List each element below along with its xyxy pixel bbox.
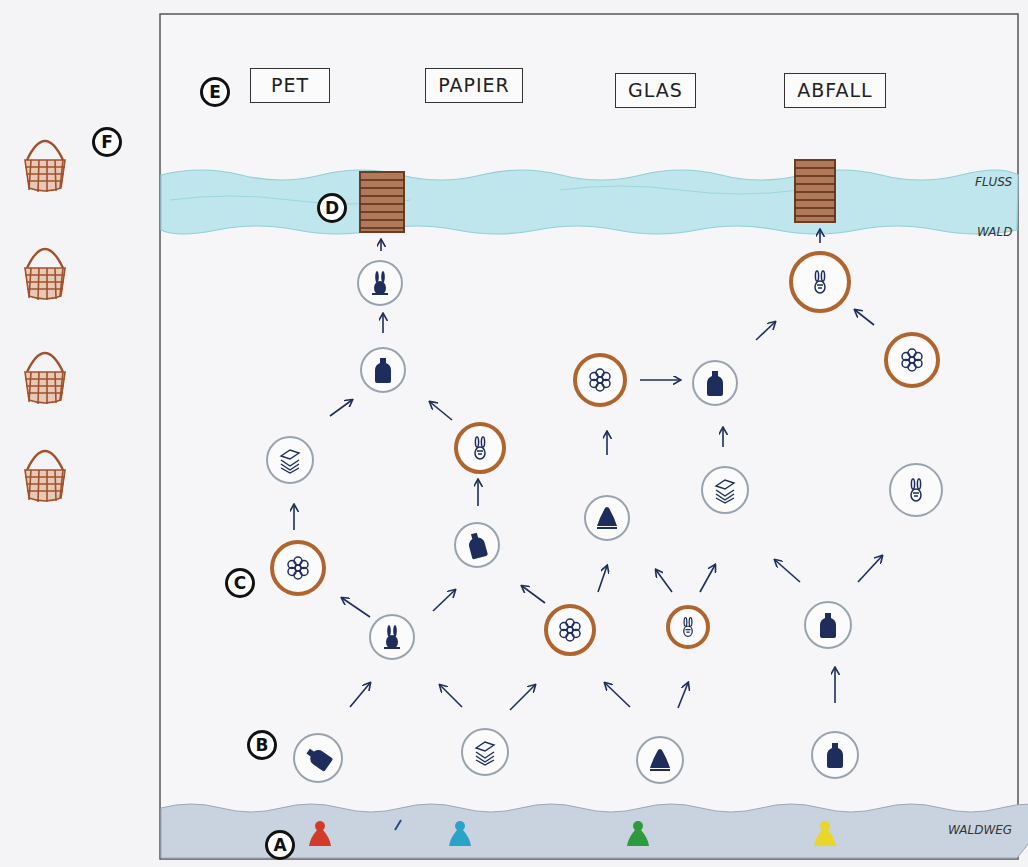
path-arrows: [294, 230, 882, 710]
blue-pawn: [449, 821, 471, 846]
bin-box: ABFALL: [784, 73, 886, 108]
area-label: WALD: [977, 225, 1012, 239]
bin-box: PAPIER: [425, 68, 523, 103]
game-fields: [267, 253, 942, 783]
bridge-right: [795, 160, 835, 222]
basket: [25, 451, 65, 502]
bin-box: PET: [250, 68, 330, 103]
area-label: WALDWEG: [948, 823, 1012, 837]
callout-letter: A: [265, 830, 295, 860]
bin-label: ABFALL: [797, 79, 873, 102]
bin-box: GLAS: [615, 73, 696, 108]
river-ripple: [170, 186, 800, 204]
basket: [25, 249, 65, 300]
bridge-left: [360, 172, 404, 232]
board-frame: [160, 14, 1018, 859]
yellow-pawn: [814, 821, 836, 846]
callout-letter: B: [247, 730, 277, 760]
bin-label: PET: [263, 74, 317, 97]
pencil-mark: [395, 820, 401, 830]
basket: [25, 353, 65, 404]
bin-label: GLAS: [628, 79, 683, 102]
bin-label: PAPIER: [438, 74, 510, 97]
green-pawn: [627, 821, 649, 846]
red-pawn: [309, 821, 331, 846]
callout-letter: E: [200, 77, 230, 107]
basket: [25, 141, 65, 192]
area-label: FLUSS: [975, 175, 1012, 189]
river-band: [161, 170, 1018, 234]
callout-letter: C: [225, 568, 255, 598]
callout-letter: F: [92, 127, 122, 157]
callout-letter: D: [317, 193, 347, 223]
